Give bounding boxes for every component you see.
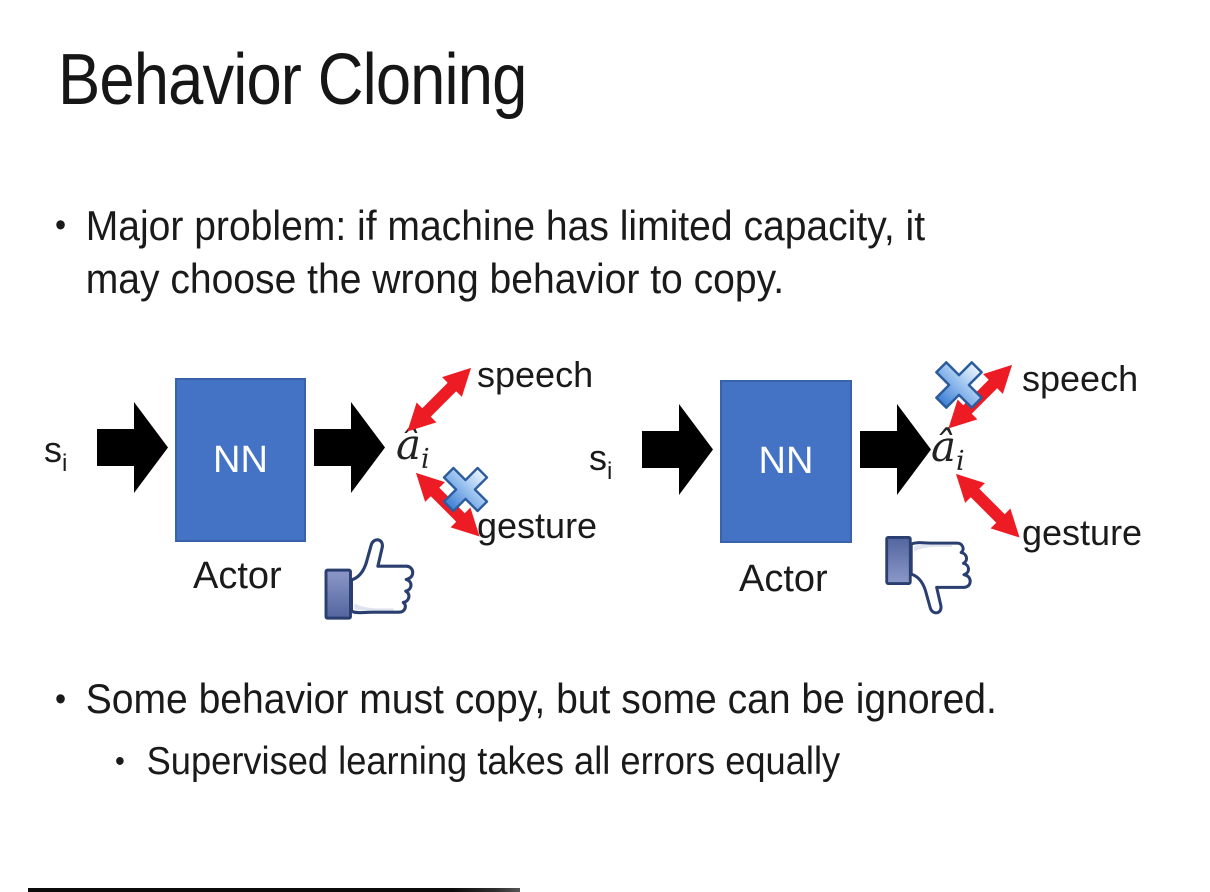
- slide-title: Behavior Cloning: [58, 40, 527, 120]
- speech-label: speech: [477, 354, 594, 395]
- actor-label: Actor: [193, 555, 282, 597]
- gesture-label: gesture: [477, 505, 598, 546]
- state-label: si: [589, 437, 612, 486]
- state-subscript: i: [62, 450, 68, 477]
- bullet-text: Major problem: if machine has limited ca…: [85, 202, 926, 302]
- speech-label: speech: [1022, 358, 1139, 399]
- bullet-some-behavior: • Some behavior must copy, but some can …: [55, 672, 997, 726]
- nn-label: NN: [758, 440, 814, 482]
- flow-arrow-icon: [97, 402, 168, 493]
- flow-arrow-icon: [642, 404, 713, 495]
- flow-arrow-icon: [860, 404, 931, 495]
- action-label: âi: [931, 422, 965, 477]
- action-subscript: i: [956, 446, 965, 477]
- bullet-text: Supervised learning takes all errors equ…: [146, 740, 841, 783]
- flow-arrow-icon: [314, 402, 385, 493]
- actor-label: Actor: [739, 558, 828, 600]
- bullet-marker: •: [115, 745, 125, 778]
- state-symbol: s: [44, 429, 62, 470]
- action-symbol: â: [931, 422, 957, 471]
- sub-bullet-supervised: • Supervised learning takes all errors e…: [115, 737, 840, 787]
- state-symbol: s: [589, 437, 607, 478]
- action-subscript: i: [421, 444, 430, 475]
- bullet-major-problem: • Major problem: if machine has limited …: [55, 199, 925, 305]
- nn-box: NN: [720, 380, 852, 543]
- cross-out-icon: [935, 361, 983, 409]
- nn-label: NN: [213, 438, 268, 481]
- gesture-label: gesture: [1022, 512, 1143, 553]
- state-label: si: [44, 429, 67, 478]
- bottom-edge-artifact: [28, 888, 520, 892]
- thumbs-down-icon: [885, 536, 972, 615]
- state-subscript: i: [607, 458, 613, 485]
- nn-box: NN: [175, 378, 306, 542]
- bullet-marker: •: [55, 206, 67, 244]
- speech-arrow-icon: [396, 357, 486, 447]
- thumbs-up-icon: [324, 538, 415, 620]
- bullet-marker: •: [55, 680, 67, 718]
- gesture-arrow-icon: [941, 463, 1031, 553]
- cross-out-icon: [442, 466, 489, 513]
- bullet-text: Some behavior must copy, but some can be…: [85, 675, 997, 722]
